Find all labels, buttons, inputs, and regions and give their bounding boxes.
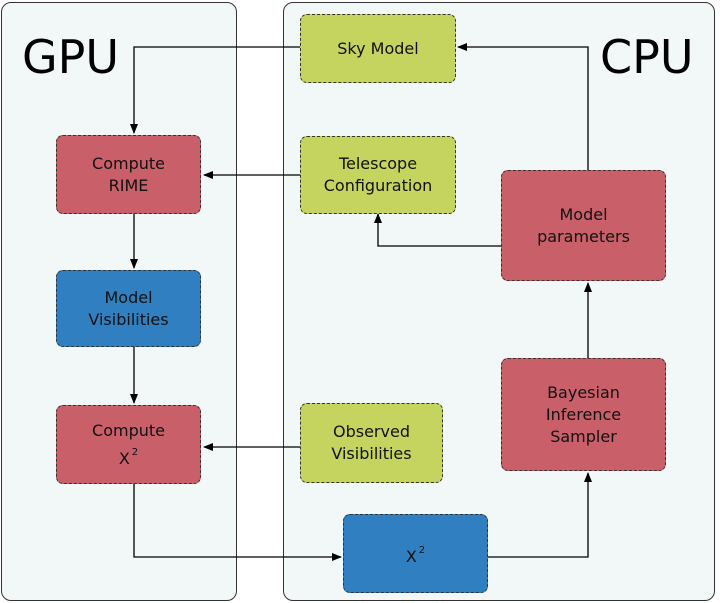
chi2-symbol: X [405,546,417,566]
bayesian-sampler-label-line3: Sampler [550,426,617,446]
telescope-configuration-label-line1: Telescope [338,154,418,173]
model-visibilities-label-line1: Model [104,287,153,307]
model-visibilities-box: Model Visibilities [56,270,201,347]
compute-rime-box: Compute RIME [56,135,201,214]
compute-chi2-superscript: 2 [131,446,139,458]
chi2-superscript: 2 [418,544,426,556]
observed-visibilities-box: Observed Visibilities [300,403,443,483]
model-parameters-box: Model parameters [501,170,666,281]
telescope-configuration-label-line2: Configuration [323,176,433,195]
edge-compute-chi2-to-chi2 [133,484,342,561]
observed-visibilities-label-line1: Observed [333,422,410,441]
model-visibilities-label-line2: Visibilities [88,309,169,329]
cpu-panel [283,2,715,601]
observed-visibilities-label-line2: Visibilities [331,444,412,463]
cpu-title: CPU [600,30,694,84]
model-parameters-label-line2: parameters [537,226,630,246]
gpu-title: GPU [22,30,120,84]
bayesian-inference-sampler-box: Bayesian Inference Sampler [501,358,666,471]
compute-chi2-label-line1: Compute [92,420,165,440]
compute-chi2-symbol: X [118,448,130,468]
compute-rime-label-line1: Compute [92,153,165,173]
compute-rime-label-line2: RIME [108,175,149,195]
edge-sky-model-to-compute-rime [130,46,300,134]
sky-model-label: Sky Model [337,38,419,58]
edge-model-parameters-to-sky-model [457,43,589,170]
bayesian-sampler-label-line2: Inference [545,404,622,424]
edge-model-parameters-to-telescope [374,213,501,247]
sky-model-box: Sky Model [300,14,456,83]
edge-chi2-to-bayesian-sampler [488,472,592,558]
bayesian-sampler-label-line1: Bayesian [547,382,620,402]
telescope-configuration-box: Telescope Configuration [300,136,456,214]
model-parameters-label-line1: Model [559,204,608,224]
